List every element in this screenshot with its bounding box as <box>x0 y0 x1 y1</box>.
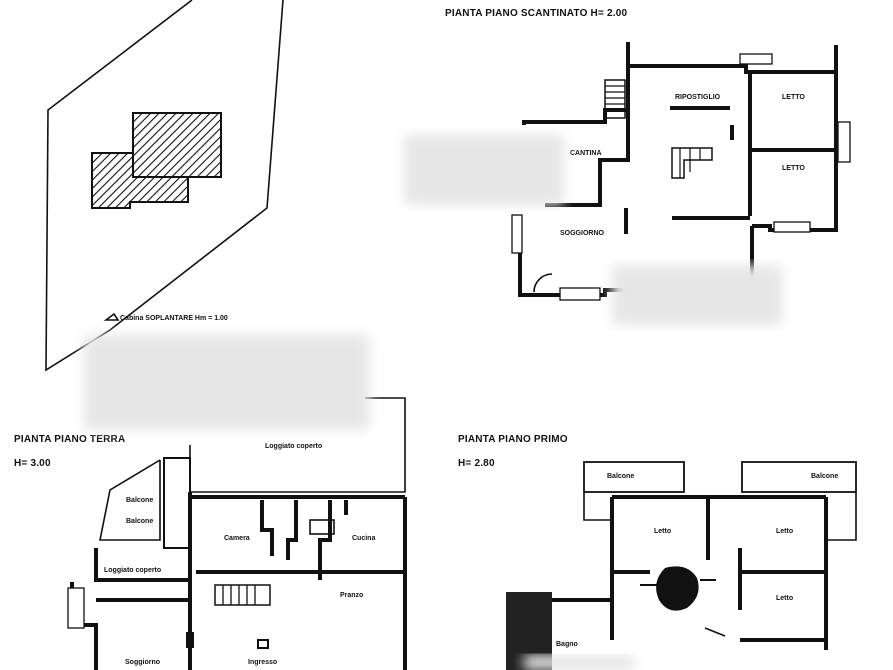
room-letto-2: LETTO <box>782 165 805 172</box>
door-swing <box>533 273 553 293</box>
redaction-blur <box>404 135 564 205</box>
redaction-blur <box>524 655 634 670</box>
room-loggiato-left: Loggiato coperto <box>104 567 161 574</box>
column <box>257 639 269 649</box>
balcony-left-side <box>583 492 610 521</box>
room-letto-2: Letto <box>776 528 793 535</box>
window <box>739 53 773 65</box>
window <box>773 221 811 233</box>
ground-floor-height: H= 3.00 <box>14 458 51 469</box>
door-swing <box>704 627 726 637</box>
room-camera: Camera <box>224 535 250 542</box>
camera-wall <box>260 500 274 556</box>
balcony-right-side <box>826 492 857 541</box>
room-cantina: CANTINA <box>570 150 602 157</box>
balcony-rail <box>163 457 191 549</box>
room-balcone-2: Balcone <box>126 518 153 525</box>
room-letto-1: LETTO <box>782 94 805 101</box>
window <box>67 587 85 629</box>
basement-stairs <box>604 79 713 179</box>
basement-title: PIANTA PIANO SCANTINATO H= 2.00 <box>445 8 627 19</box>
first-floor-plan: PIANTA PIANO PRIMO H= 2.80 Balcone Balco… <box>458 434 857 670</box>
first-floor-height: H= 2.80 <box>458 458 495 469</box>
redaction-blur <box>84 335 369 430</box>
room-letto-1: Letto <box>654 528 671 535</box>
room-ingresso: Ingresso <box>248 659 277 666</box>
room-balcone-right: Balcone <box>811 473 838 480</box>
first-floor-title: PIANTA PIANO PRIMO <box>458 434 568 445</box>
ground-stairs <box>214 584 271 606</box>
balcony-outline <box>99 459 161 541</box>
room-soggiorno: SOGGIORNO <box>560 230 605 237</box>
room-bagno: Bagno <box>556 641 578 648</box>
ground-floor-plan: PIANTA PIANO TERRA H= 3.00 Loggiato cope… <box>14 397 407 670</box>
room-ripostiglio: RIPOSTIGLIO <box>675 94 721 101</box>
building-footprint-upper <box>132 112 222 178</box>
ground-left-wall <box>94 548 190 582</box>
room-balcone-1: Balcone <box>126 497 153 504</box>
site-marker <box>103 312 120 321</box>
basement-right-wall <box>752 72 838 232</box>
basement-plan: PIANTA PIANO SCANTINATO H= 2.00 <box>445 8 851 301</box>
column <box>186 632 194 648</box>
room-balcone-left: Balcone <box>607 473 634 480</box>
redaction-blur <box>612 265 782 325</box>
site-plan: Cabina SOPLANTARE Hm = 1.00 <box>45 0 284 372</box>
spiral-stair <box>640 566 716 611</box>
kitchen-wall <box>318 500 332 580</box>
balcony-right <box>741 461 857 493</box>
fixture <box>309 519 335 535</box>
room-soggiorno: Soggiorno <box>125 659 160 666</box>
window <box>511 214 523 254</box>
room-loggiato-top: Loggiato coperto <box>265 443 322 450</box>
building-footprint-lower <box>91 152 189 209</box>
basement-left-wall <box>522 66 630 125</box>
cantina-wall <box>545 110 630 207</box>
basement-outer-wall <box>626 42 838 74</box>
room-pranzo: Pranzo <box>340 592 363 599</box>
site-boundary <box>45 0 284 372</box>
ground-floor-title: PIANTA PIANO TERRA <box>14 434 125 445</box>
window <box>559 287 601 301</box>
room-cucina: Cucina <box>352 535 375 542</box>
first-outer-wall <box>552 497 614 602</box>
bath-wall <box>286 500 298 560</box>
room-letto-3: Letto <box>776 595 793 602</box>
site-note: Cabina SOPLANTARE Hm = 1.00 <box>120 315 228 322</box>
window <box>837 121 851 163</box>
balcony-left <box>583 461 685 493</box>
redaction-patches <box>84 135 782 670</box>
